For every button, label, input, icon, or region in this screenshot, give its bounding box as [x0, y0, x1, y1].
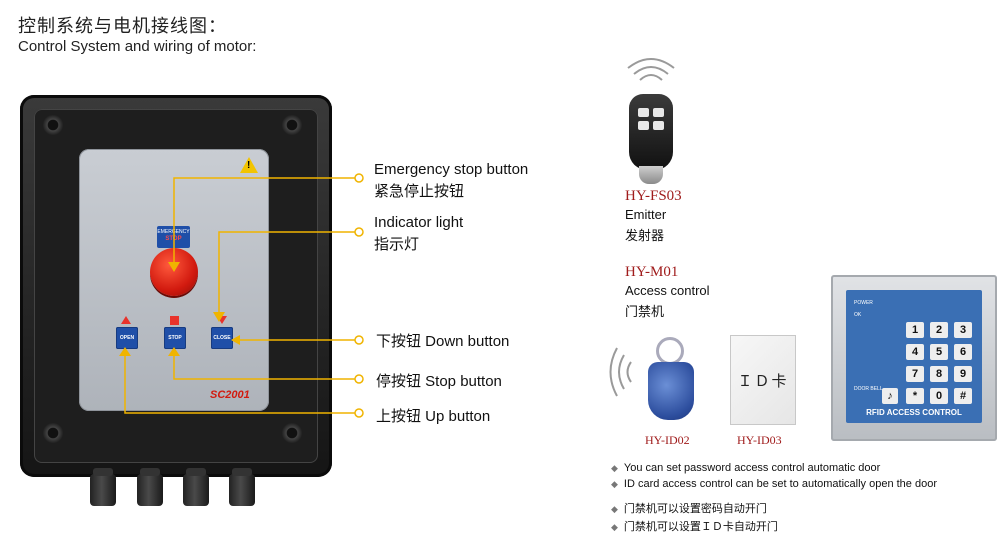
remote-key	[653, 108, 664, 117]
id03-model: HY-ID03	[737, 433, 782, 447]
keypad-key[interactable]: 3	[954, 322, 972, 338]
callout-stop: 停按钮 Stop button	[376, 373, 502, 390]
remote-key	[638, 108, 649, 117]
remote-key	[638, 121, 649, 130]
emitter-cn: 发射器	[625, 228, 665, 243]
callout-down: 下按钮 Down button	[376, 333, 510, 350]
power-led-label: POWER	[854, 300, 873, 306]
remote-tip	[639, 166, 663, 184]
keypad-title: RFID ACCESS CONTROL	[866, 408, 962, 417]
callout-estop-cn: 紧急停止按钮	[374, 183, 465, 200]
note-item: 门禁机可以设置密码自动开门	[611, 500, 767, 516]
callout-line-indicator	[218, 231, 355, 318]
keypad-key[interactable]: 9	[954, 366, 972, 382]
id-card: ＩＤ卡	[730, 335, 796, 425]
page-title-cn: 控制系统与电机接线图：	[18, 16, 227, 36]
close-button[interactable]: CLOSE	[211, 327, 233, 349]
emitter-en: Emitter	[625, 207, 667, 222]
access-en: Access control	[625, 283, 710, 298]
keypad-key[interactable]: 4	[906, 344, 924, 360]
cable-gland	[183, 468, 209, 506]
page-title-en: Control System and wiring of motor:	[18, 38, 257, 55]
emitter-model: HY-FS03	[625, 188, 682, 204]
screw-icon	[282, 115, 302, 135]
fob-ring	[656, 337, 684, 365]
note-item: 门禁机可以设置ＩＤ卡自动开门	[611, 518, 778, 534]
cable-gland	[229, 468, 255, 506]
screw-icon	[43, 423, 63, 443]
key-fob	[648, 362, 694, 420]
keypad-key[interactable]: *	[906, 388, 924, 404]
doorbell-label: DOOR BELL	[854, 386, 883, 392]
keypad-key[interactable]: 2	[930, 322, 948, 338]
callout-up: 上按钮 Up button	[376, 408, 491, 425]
callout-line-up	[124, 353, 355, 414]
screw-icon	[282, 423, 302, 443]
screw-icon	[43, 115, 63, 135]
note-item: You can set password access control auto…	[611, 462, 880, 474]
keypad-key[interactable]: 5	[930, 344, 948, 360]
stop-square-icon	[170, 316, 179, 325]
remote-emitter	[629, 94, 673, 184]
keypad-key[interactable]: 0	[930, 388, 948, 404]
keypad-key[interactable]: 7	[906, 366, 924, 382]
callout-indicator-en: Indicator light	[374, 214, 464, 231]
cable-gland	[137, 468, 163, 506]
control-model: SC2001	[210, 389, 250, 401]
callout-line-stop	[173, 353, 355, 380]
remote-key	[653, 121, 664, 130]
callout-estop-en: Emergency stop button	[374, 161, 529, 178]
doorbell-icon[interactable]: ♪	[882, 388, 898, 404]
open-button[interactable]: OPEN	[116, 327, 138, 349]
keypad-key[interactable]: 6	[954, 344, 972, 360]
callout-line-estop	[173, 177, 355, 264]
ok-led-label: OK	[854, 312, 862, 318]
indicator-light	[217, 316, 227, 324]
keypad-face: POWER OK 1 2 3 4 5 6 7 8 9 * 0 # DOOR BE…	[846, 290, 982, 423]
access-keypad: POWER OK 1 2 3 4 5 6 7 8 9 * 0 # DOOR BE…	[831, 275, 997, 441]
access-cn: 门禁机	[625, 304, 665, 319]
access-model: HY-M01	[625, 264, 679, 280]
id02-model: HY-ID02	[645, 433, 690, 447]
cable-gland	[90, 468, 116, 506]
up-arrow-icon	[121, 316, 131, 324]
keypad-key[interactable]: 1	[906, 322, 924, 338]
keypad-key[interactable]: #	[954, 388, 972, 404]
keypad-key[interactable]: 8	[930, 366, 948, 382]
id-card-text: ＩＤ卡	[737, 373, 789, 390]
stop-button[interactable]: STOP	[164, 327, 186, 349]
warning-icon: !	[240, 157, 258, 173]
note-item: ID card access control can be set to aut…	[611, 478, 937, 490]
callout-indicator-cn: 指示灯	[374, 236, 420, 253]
